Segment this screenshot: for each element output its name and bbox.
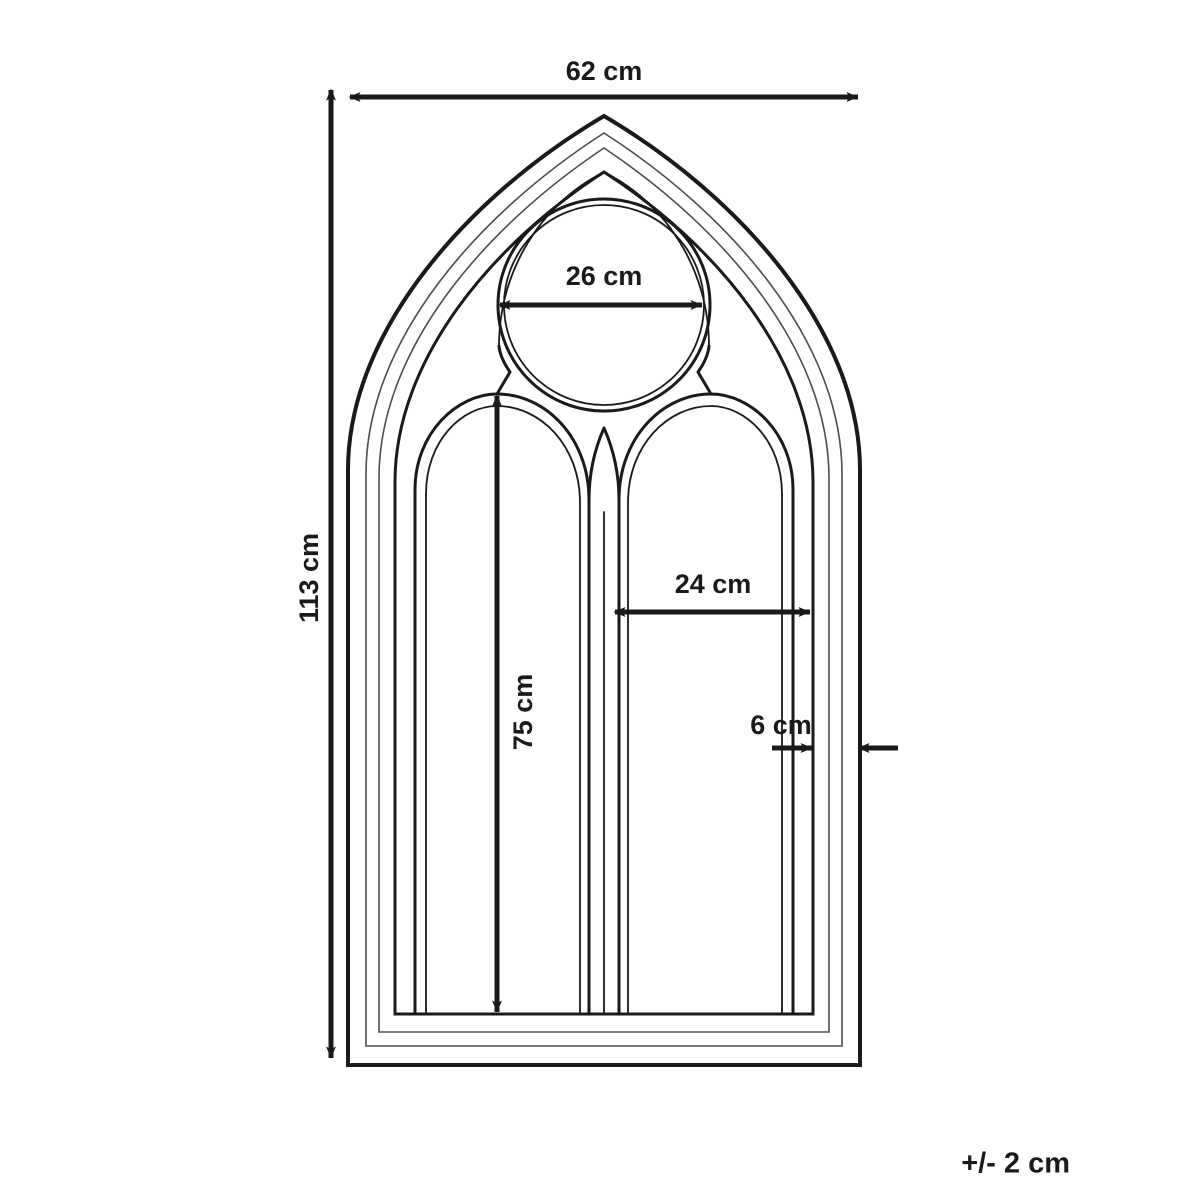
cusp-left: [495, 344, 512, 396]
dimension-oculus-diameter: 26 cm: [498, 261, 703, 310]
dimension-label-pane-width: 24 cm: [675, 569, 752, 599]
inner-pointed-arch: [498, 171, 710, 347]
cusp-right: [696, 344, 713, 396]
frame-outline-third: [378, 147, 830, 1033]
lancet-pane-left-outer: [413, 392, 591, 1016]
frame-outline-outer: [346, 113, 862, 1067]
dimension-label-pane-height: 75 cm: [508, 674, 538, 751]
dimension-label-overall-height: 113 cm: [294, 533, 324, 623]
dimension-pane-height: 75 cm: [492, 394, 538, 1013]
dimension-label-overall-width: 62 cm: [566, 56, 643, 86]
cusp-center: [587, 426, 621, 502]
lancet-pane-left-inner: [425, 405, 581, 1015]
dimension-pane-width: 24 cm: [613, 569, 811, 617]
lancet-pane-right-outer: [617, 392, 795, 1016]
dimension-label-oculus-diameter: 26 cm: [566, 261, 643, 291]
oculus-circle-outer: [496, 197, 712, 413]
dimension-label-frame-thickness: 6 cm: [750, 710, 812, 740]
lancet-pane-right-inner: [627, 405, 783, 1015]
dimension-frame-thickness: 6 cm: [750, 710, 898, 753]
dimension-overall-width: 62 cm: [348, 56, 859, 102]
dimension-overall-height: 113 cm: [294, 88, 336, 1059]
tolerance-note: +/- 2 cm: [961, 1148, 1070, 1180]
frame-outline-second: [365, 132, 843, 1047]
window-frame-group: [346, 113, 862, 1067]
